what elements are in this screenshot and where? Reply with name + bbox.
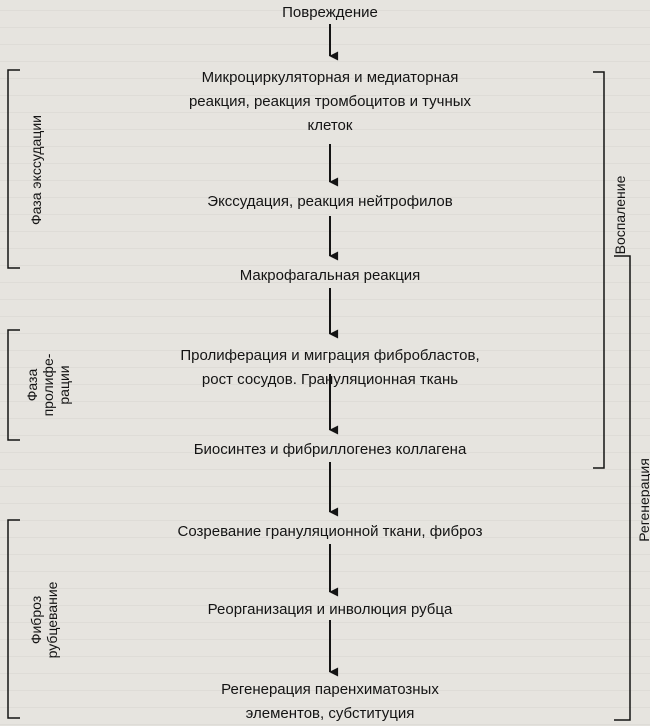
step-reorganization: Реорганизация и инволюция рубца [207, 601, 453, 618]
bracket-inflammation [593, 71, 605, 469]
step-collagen: Биосинтез и фибриллогенез коллагена [193, 441, 467, 458]
phase-exudation-label: Фаза экссудации [28, 115, 44, 225]
step-proliferation: Пролиферация и миграция фибробластов, ро… [180, 347, 480, 388]
step-parenchyma: Регенерация паренхиматозных элементов, с… [221, 681, 439, 722]
bracket-regeneration [614, 255, 631, 721]
bracket-exudation [7, 69, 20, 269]
bracket-fibrosis [7, 519, 20, 719]
step-maturation: Созревание грануляционной ткани, фиброз [177, 523, 483, 540]
phase-fibrosis-label: Фиброз рубцевание [28, 581, 60, 659]
process-regeneration-label: Регенерация [636, 458, 650, 542]
phase-proliferation-label: Фаза пролифе- рации [24, 353, 72, 417]
bracket-proliferation [7, 329, 20, 441]
step-damage: Повреждение [282, 4, 378, 21]
step-macrophage: Макрофагальная реакция [239, 267, 421, 284]
step-microcirculation: Микроциркуляторная и медиаторная реакция… [188, 69, 472, 134]
step-exudation: Экссудация, реакция нейтрофилов [207, 193, 453, 210]
process-inflammation-label: Воспаление [612, 175, 628, 255]
